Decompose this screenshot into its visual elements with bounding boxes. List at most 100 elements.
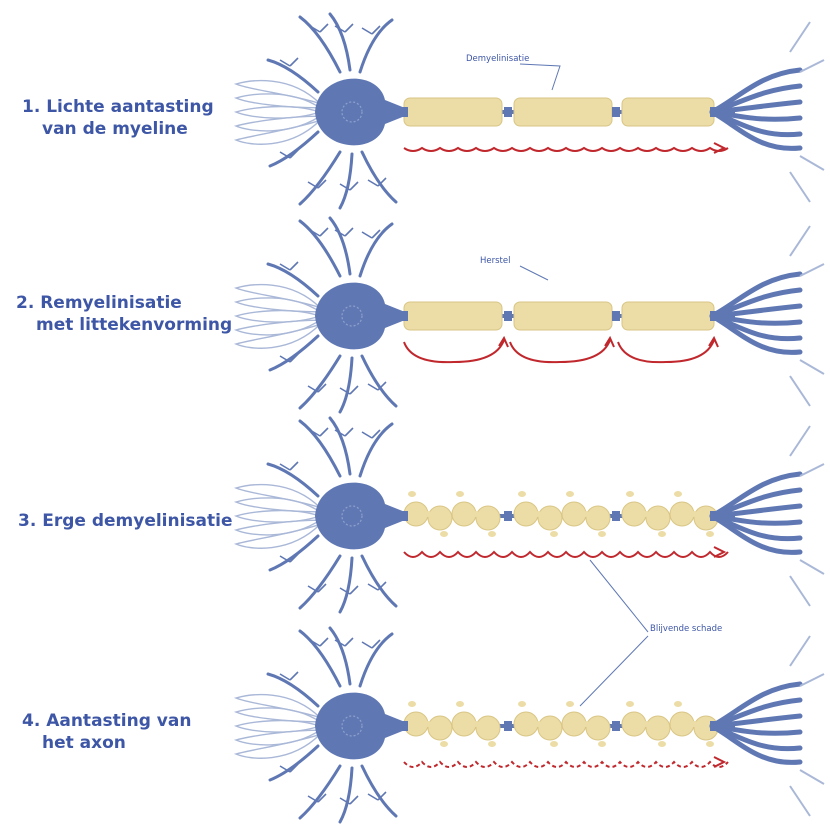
myelin-debris: [690, 511, 698, 517]
myelin-debris: [566, 701, 574, 707]
stage-4-label: 4. Aantasting van het axon: [22, 710, 191, 754]
dendrite-branch: [268, 264, 318, 296]
neuron-row-1: [236, 14, 824, 208]
dendrite-branch: [362, 556, 396, 606]
myelin-sheath: [514, 302, 612, 330]
stage-2-line1: 2. Remyelinisatie: [16, 292, 232, 314]
node-of-ranvier: [504, 311, 512, 321]
myelin-debris: [626, 701, 634, 707]
myelin-fragment: [646, 506, 670, 530]
myelin-fragment: [476, 716, 500, 740]
dendrite-loop: [236, 498, 320, 512]
cell-body: [315, 79, 405, 146]
myelin-fragment: [586, 716, 610, 740]
neuron-row-4: [236, 628, 824, 822]
myelin-debris: [518, 701, 526, 707]
dendrite-branch: [340, 768, 352, 822]
myelin-fragment: [646, 716, 670, 740]
terminal-branch: [790, 636, 824, 816]
stage-3-line1: 3. Erge demyelinisatie: [18, 510, 233, 532]
callout-leader-line: [520, 266, 548, 280]
dendrite-branch: [340, 558, 352, 612]
terminal-branch: [790, 226, 824, 406]
myelin-debris: [642, 511, 650, 517]
node-of-ranvier: [612, 311, 620, 321]
stage-4-line1: 4. Aantasting van: [22, 710, 191, 732]
dendrite-branch: [362, 766, 396, 816]
signal-jump: [618, 340, 714, 362]
myelin-debris: [488, 531, 496, 537]
node-of-ranvier: [400, 107, 408, 117]
dendrite-branch: [340, 358, 352, 412]
myelin-debris: [424, 721, 432, 727]
cell-body: [315, 283, 405, 350]
stage-3-label: 3. Erge demyelinisatie: [18, 510, 233, 532]
myelin-debris: [456, 491, 464, 497]
myelin-debris: [674, 491, 682, 497]
node-of-ranvier: [612, 107, 620, 117]
myelin-sheath: [622, 302, 714, 330]
myelin-debris: [440, 741, 448, 747]
myelin-sheath: [404, 302, 502, 330]
stage-4-line2: het axon: [22, 732, 191, 754]
signal-path: [404, 552, 728, 557]
myelin-fragment: [476, 506, 500, 530]
dendrite-loop: [236, 708, 320, 722]
myelin-debris: [598, 741, 606, 747]
node-of-ranvier: [612, 721, 620, 731]
signal-jump: [404, 340, 504, 362]
node-of-ranvier: [504, 511, 512, 521]
dendrite-loop: [236, 94, 320, 108]
dendrite-branch: [268, 674, 318, 706]
myelin-fragment: [428, 506, 452, 530]
dendrite-branch: [268, 464, 318, 496]
myelin-debris: [408, 491, 416, 497]
callout-leader-line: [590, 560, 648, 632]
myelin-sheath: [404, 98, 502, 126]
repair-callout: Herstel: [480, 256, 510, 266]
myelin-debris: [582, 511, 590, 517]
myelin-debris: [658, 531, 666, 537]
dendrite-branch: [300, 766, 340, 818]
myelin-debris: [518, 491, 526, 497]
myelin-sheath: [622, 98, 714, 126]
myelin-debris: [706, 531, 714, 537]
neuron-row-2: [236, 218, 824, 412]
myelin-fragment: [538, 716, 562, 740]
dendrite-branch: [300, 556, 340, 608]
myelin-fragment: [538, 506, 562, 530]
neuron-row-3: [236, 418, 824, 612]
callout-leader-line: [520, 64, 560, 90]
node-of-ranvier: [400, 311, 408, 321]
dendrite-branch: [340, 154, 352, 208]
callout-leader-line: [580, 636, 648, 706]
stage-1-line1: 1. Lichte aantasting: [22, 96, 214, 118]
signal-jump: [510, 340, 610, 362]
terminal-branch: [790, 426, 824, 606]
cell-body: [315, 693, 405, 760]
stage-1-label: 1. Lichte aantasting van de myeline: [22, 96, 214, 140]
node-of-ranvier: [400, 511, 408, 521]
terminal-branch: [790, 22, 824, 202]
dendrite-loop: [236, 298, 320, 312]
myelin-debris: [534, 721, 542, 727]
myelin-debris: [472, 721, 480, 727]
permanent-damage-callout: Blijvende schade: [650, 624, 722, 634]
myelin-debris: [424, 511, 432, 517]
myelin-debris: [566, 491, 574, 497]
myelin-debris: [472, 511, 480, 517]
myelin-debris: [642, 721, 650, 727]
dendrite-branch: [362, 356, 396, 406]
signal-path: [404, 762, 728, 767]
node-of-ranvier: [400, 721, 408, 731]
dendrite-branch: [300, 17, 340, 72]
myelin-debris: [658, 741, 666, 747]
dendrite-branch: [360, 634, 392, 686]
dendrite-branch: [360, 424, 392, 476]
myelin-sheath: [514, 98, 612, 126]
dendrite-branch: [360, 20, 392, 72]
dendrite-branch: [300, 356, 340, 408]
node-of-ranvier: [612, 511, 620, 521]
myelin-fragment: [586, 506, 610, 530]
myelin-debris: [550, 531, 558, 537]
